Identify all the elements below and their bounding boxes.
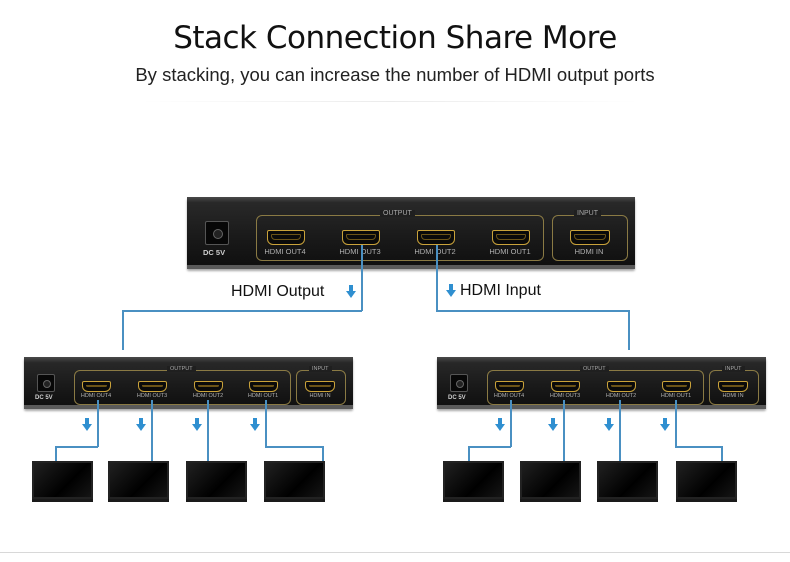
hdmi-output-label: HDMI Output (231, 283, 325, 300)
hdmi-out3-label: HDMI OUT3 (339, 247, 381, 256)
dc-power-label: DC 5V (448, 395, 466, 401)
right-splitter-device: DC 5V OUTPUT INPUT HDMI OUT4 HDMI OUT3 H… (437, 357, 766, 409)
left-splitter-device: DC 5V OUTPUT INPUT HDMI OUT4 HDMI OUT3 H… (24, 357, 353, 409)
hdmi-in-label: HDMI IN (309, 393, 331, 399)
tv-display (676, 461, 737, 502)
connector-out2-down (436, 245, 438, 311)
hdmi-out4-label: HDMI OUT4 (493, 393, 525, 399)
dc-power-label: DC 5V (203, 248, 226, 257)
hdmi-out4-port[interactable] (267, 230, 305, 245)
hdmi-out4-port[interactable] (495, 381, 524, 392)
hdmi-out1-port[interactable] (492, 230, 530, 245)
tv-display (520, 461, 581, 502)
tv-display (264, 461, 325, 502)
down-arrow-icon (250, 418, 260, 432)
output-group-label: OUTPUT (580, 366, 609, 372)
tv-display (32, 461, 93, 502)
page-title: Stack Connection Share More (173, 20, 617, 56)
tv-display (597, 461, 658, 502)
hdmi-in-label: HDMI IN (574, 247, 604, 256)
down-arrow-icon (548, 418, 558, 432)
hdmi-out1-port[interactable] (662, 381, 691, 392)
output-group-label: OUTPUT (167, 366, 196, 372)
tv-cable (510, 400, 512, 447)
hdmi-out2-label: HDMI OUT2 (605, 393, 637, 399)
tv-cable (97, 400, 99, 447)
hdmi-in-label: HDMI IN (722, 393, 744, 399)
hdmi-out4-label: HDMI OUT4 (80, 393, 112, 399)
input-group-label: INPUT (574, 210, 601, 217)
hdmi-out3-port[interactable] (342, 230, 380, 245)
tv-cable (675, 446, 722, 448)
tv-display (108, 461, 169, 502)
down-arrow-icon (192, 418, 202, 432)
tv-cable (55, 446, 98, 448)
hdmi-out3-label: HDMI OUT3 (136, 393, 168, 399)
header-divider (140, 101, 640, 102)
hdmi-out2-port[interactable] (194, 381, 223, 392)
footer-divider (0, 552, 790, 553)
hdmi-out3-label: HDMI OUT3 (549, 393, 581, 399)
tv-cable (619, 400, 621, 461)
tv-display (186, 461, 247, 502)
hdmi-out2-port[interactable] (417, 230, 455, 245)
tv-cable (322, 446, 324, 461)
hdmi-out1-label: HDMI OUT1 (247, 393, 279, 399)
output-group-label: OUTPUT (380, 210, 415, 217)
connector-out3-down (361, 245, 363, 311)
input-group-label: INPUT (309, 366, 332, 372)
tv-cable (55, 446, 57, 461)
hdmi-out2-label: HDMI OUT2 (414, 247, 456, 256)
hdmi-out1-label: HDMI OUT1 (660, 393, 692, 399)
hdmi-input-label: HDMI Input (460, 282, 541, 299)
hdmi-out1-label: HDMI OUT1 (489, 247, 531, 256)
down-arrow-icon (136, 418, 146, 432)
input-arrow-icon (446, 284, 456, 298)
tv-cable (675, 400, 677, 447)
tv-cable (563, 400, 565, 461)
tv-cable (207, 400, 209, 461)
tv-cable (265, 446, 323, 448)
hdmi-out4-port[interactable] (82, 381, 111, 392)
output-arrow-icon (346, 285, 356, 299)
dc-power-jack (450, 374, 468, 392)
hdmi-out3-port[interactable] (138, 381, 167, 392)
connector-right-down (628, 310, 630, 350)
connector-left-down (122, 310, 124, 350)
hdmi-in-port[interactable] (305, 381, 335, 392)
dc-power-jack (205, 221, 229, 245)
hdmi-in-port[interactable] (570, 230, 610, 245)
hdmi-out4-label: HDMI OUT4 (264, 247, 306, 256)
hdmi-out3-port[interactable] (551, 381, 580, 392)
dc-power-jack (37, 374, 55, 392)
main-splitter-device: DC 5V OUTPUT INPUT HDMI OUT4 HDMI OUT3 H… (187, 197, 635, 269)
dc-power-label: DC 5V (35, 395, 53, 401)
tv-cable (468, 446, 470, 461)
hdmi-out1-port[interactable] (249, 381, 278, 392)
connector-out2-horizontal (436, 310, 629, 312)
tv-cable (265, 400, 267, 447)
hdmi-out2-label: HDMI OUT2 (192, 393, 224, 399)
connector-out3-horizontal (122, 310, 362, 312)
down-arrow-icon (82, 418, 92, 432)
down-arrow-icon (660, 418, 670, 432)
down-arrow-icon (495, 418, 505, 432)
down-arrow-icon (604, 418, 614, 432)
tv-cable (468, 446, 511, 448)
tv-display (443, 461, 504, 502)
hdmi-out2-port[interactable] (607, 381, 636, 392)
page-subtitle: By stacking, you can increase the number… (135, 64, 655, 85)
tv-cable (151, 400, 153, 461)
hdmi-in-port[interactable] (718, 381, 748, 392)
input-group-label: INPUT (722, 366, 745, 372)
tv-cable (721, 446, 723, 461)
